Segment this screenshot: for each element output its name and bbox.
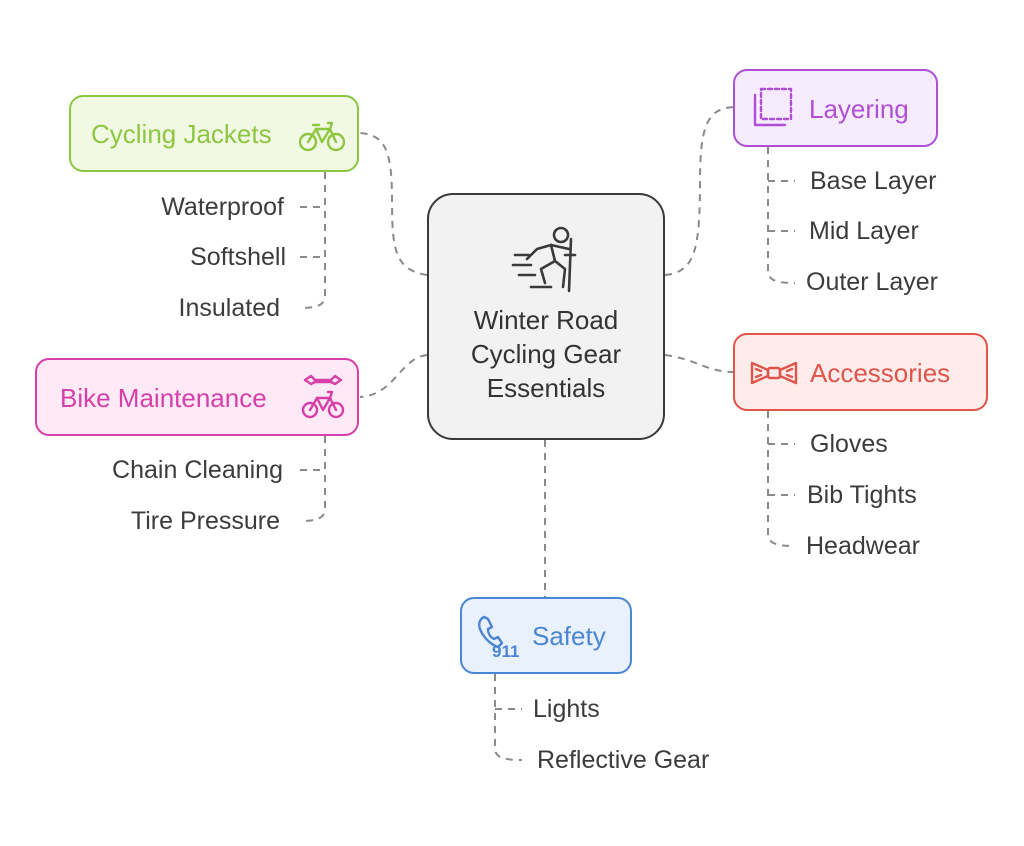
bicycle-icon xyxy=(299,121,345,152)
branch-layering[interactable]: Layering xyxy=(733,69,938,147)
connector-center-bike-maintenance xyxy=(359,354,428,398)
cyclist-icon xyxy=(511,226,577,293)
connector-maintenance-leaves xyxy=(299,436,326,522)
branch-safety[interactable]: 911 Safety xyxy=(460,597,632,674)
connector-layering-leaves xyxy=(767,147,796,284)
center-topic-title: Winter Road Cycling Gear Essentials xyxy=(429,303,663,405)
leaf-gloves: Gloves xyxy=(810,430,888,458)
connector-center-cycling-jackets xyxy=(359,132,428,276)
connector-center-layering xyxy=(664,106,736,276)
leaf-chain-cleaning: Chain Cleaning xyxy=(112,456,283,484)
svg-text:911: 911 xyxy=(492,642,519,661)
branch-bike-maintenance-label: Bike Maintenance xyxy=(60,383,267,413)
leaf-bib-tights: Bib Tights xyxy=(807,481,917,509)
bow-tie-icon xyxy=(750,361,798,385)
connector-safety-leaves xyxy=(494,674,523,761)
leaf-base-layer: Base Layer xyxy=(810,167,937,195)
layers-icon xyxy=(753,87,793,127)
center-title-line-2: Cycling Gear xyxy=(470,339,622,369)
branch-safety-label: Safety xyxy=(532,621,606,651)
emergency-911-icon: 911 xyxy=(478,615,519,661)
connector-accessories-leaves xyxy=(767,411,796,547)
leaf-tire-pressure: Tire Pressure xyxy=(130,507,280,535)
center-topic-node[interactable]: Winter Road Cycling Gear Essentials xyxy=(427,193,665,440)
leaf-softshell: Softshell xyxy=(190,243,286,271)
connector-center-accessories xyxy=(664,354,736,373)
leaf-reflective-gear: Reflective Gear xyxy=(537,746,710,774)
branch-bike-maintenance[interactable]: Bike Maintenance xyxy=(35,358,359,436)
branch-cycling-jackets[interactable]: Cycling Jackets xyxy=(69,95,359,172)
leaf-outer-layer: Outer Layer xyxy=(806,268,939,296)
branch-accessories-label: Accessories xyxy=(810,358,951,388)
leaf-lights: Lights xyxy=(533,695,600,723)
leaf-insulated: Insulated xyxy=(178,294,280,322)
center-title-line-1: Winter Road xyxy=(473,305,619,335)
center-title-line-3: Essentials xyxy=(486,373,606,403)
leaf-mid-layer: Mid Layer xyxy=(809,217,919,245)
wrench-bicycle-icon xyxy=(301,374,345,419)
branch-accessories[interactable]: Accessories xyxy=(733,333,988,411)
leaf-headwear: Headwear xyxy=(806,532,920,560)
branch-layering-label: Layering xyxy=(809,94,909,124)
branch-cycling-jackets-label: Cycling Jackets xyxy=(91,119,272,149)
connector-jackets-leaves xyxy=(299,172,326,309)
leaf-waterproof: Waterproof xyxy=(161,193,284,221)
